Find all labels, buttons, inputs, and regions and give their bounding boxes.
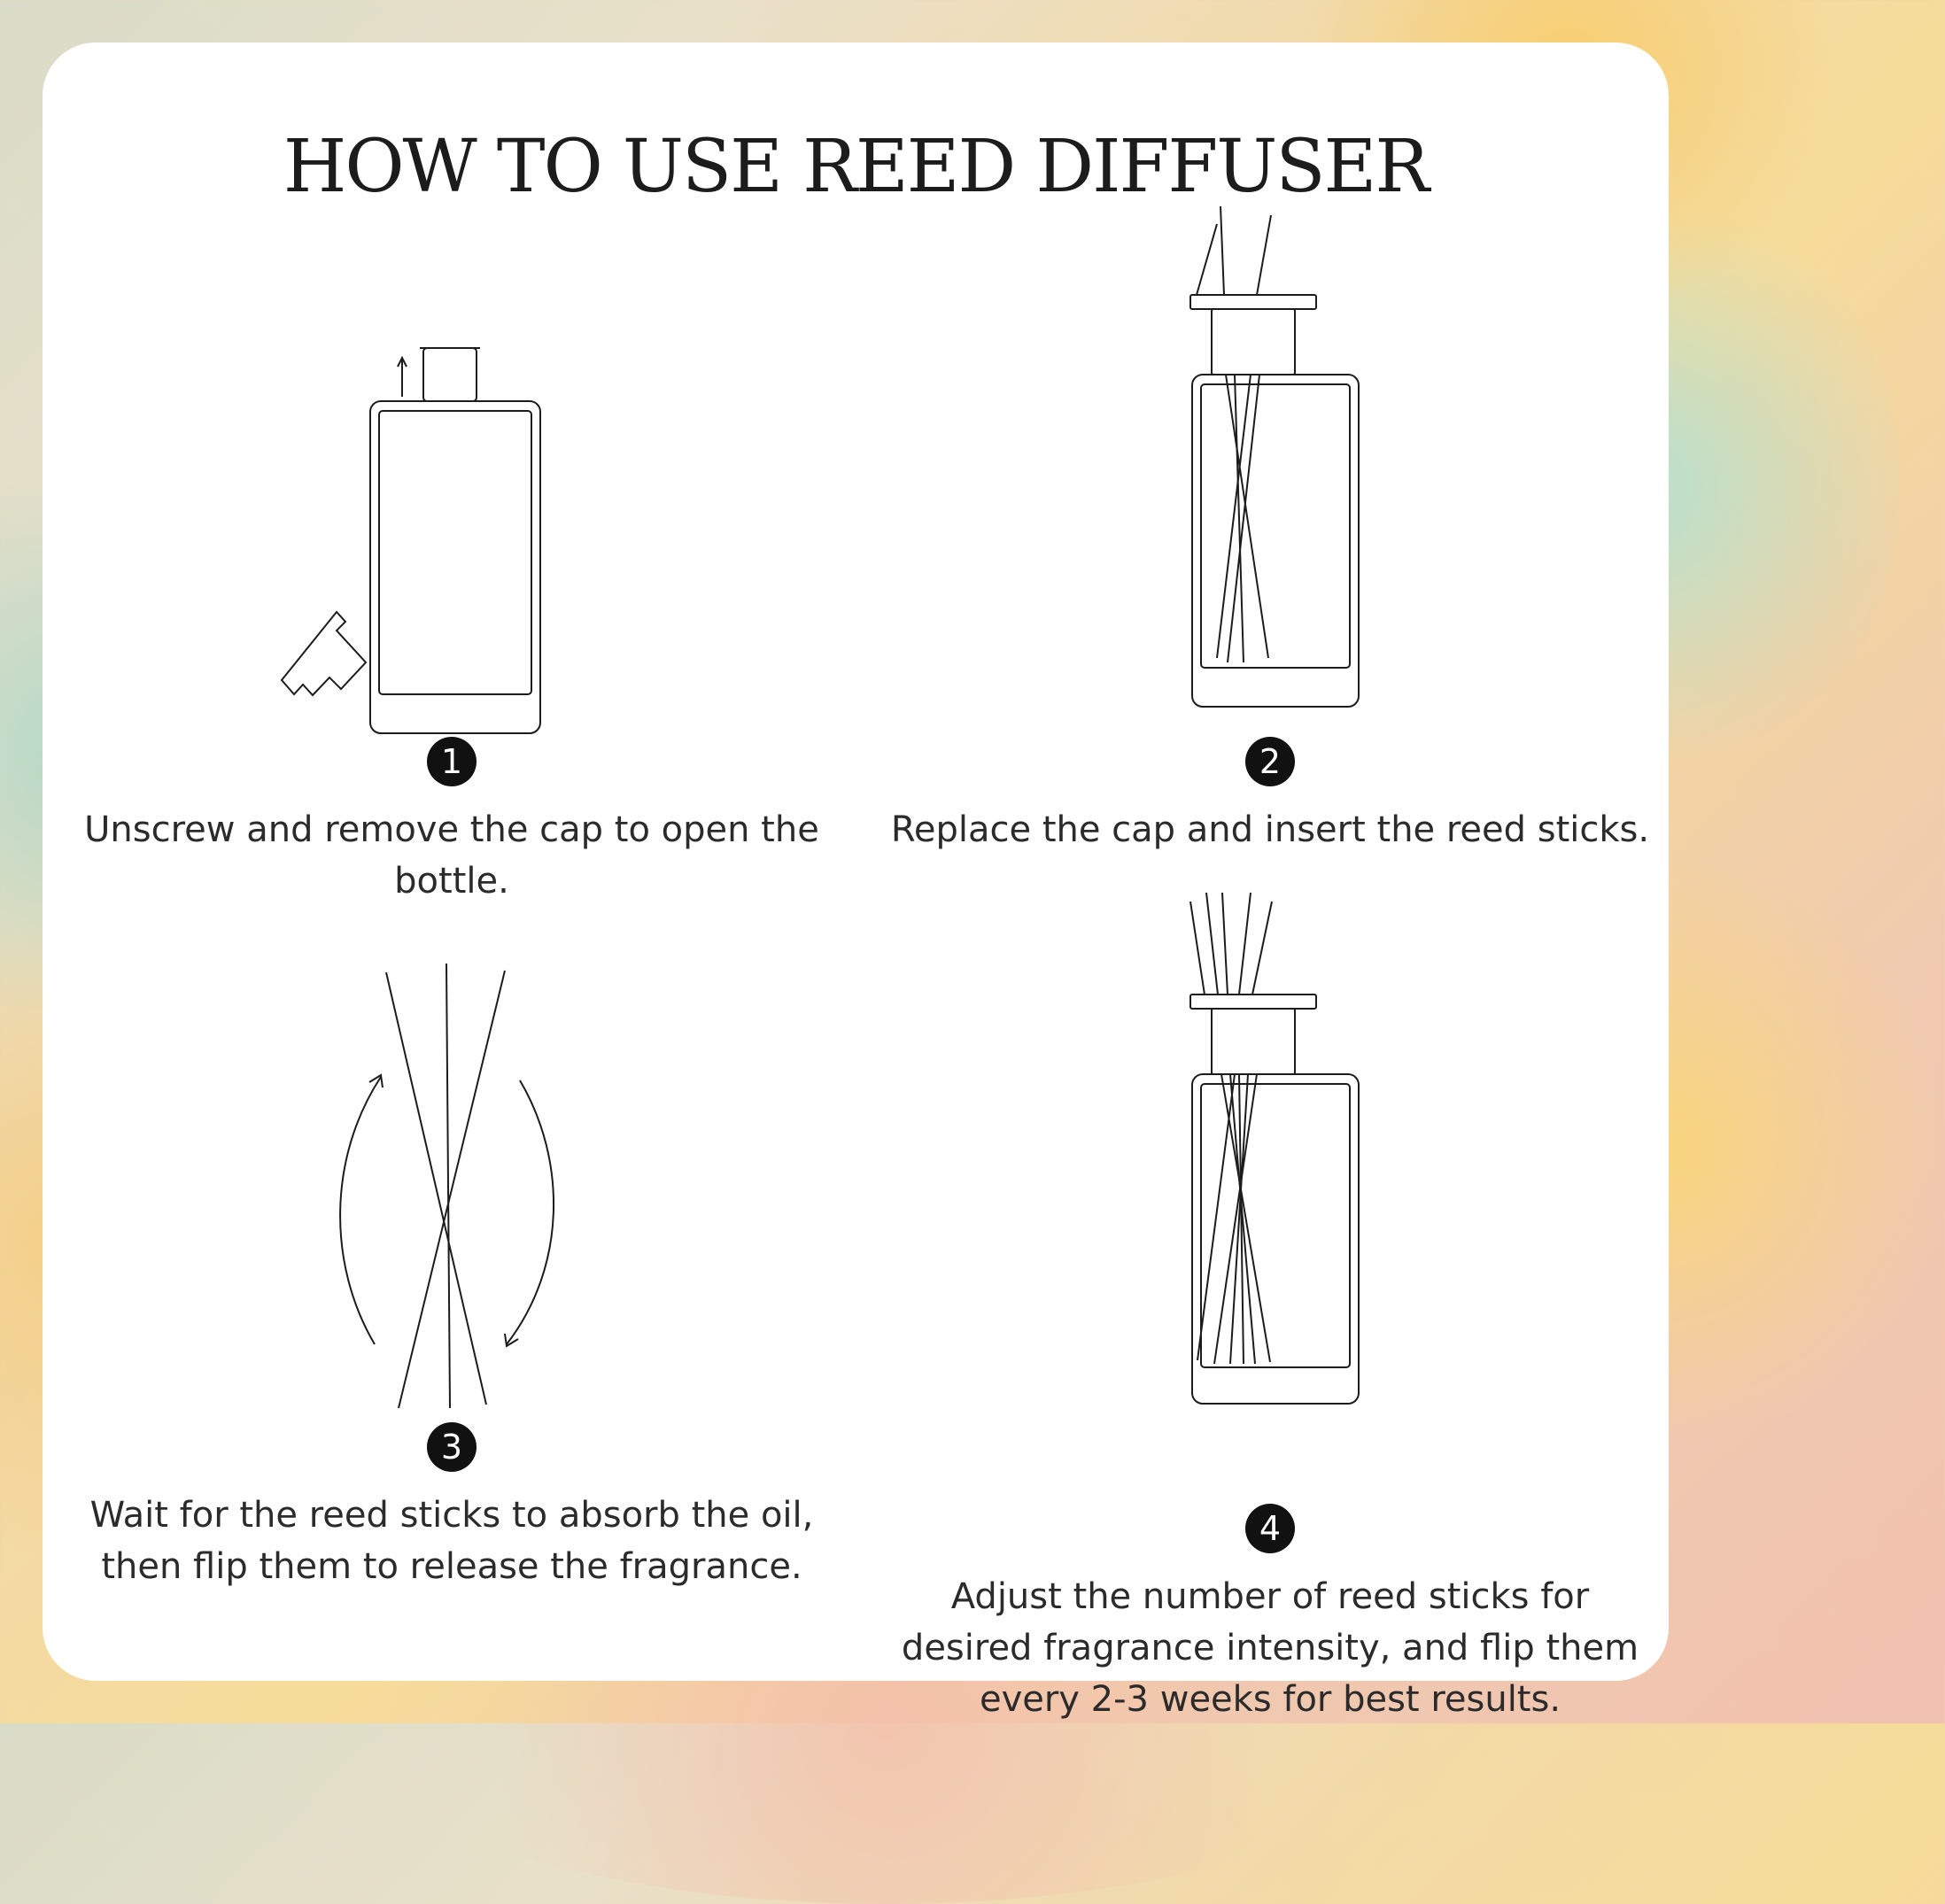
instruction-card: HOW TO USE REED DIFFUSER 1 Unscrew and r… xyxy=(43,43,1669,1720)
step-number-badge: 4 xyxy=(1245,1504,1295,1553)
bottle-with-many-reeds-icon xyxy=(1189,892,1360,1405)
flip-reeds-icon xyxy=(339,963,555,1409)
page-title: HOW TO USE REED DIFFUSER xyxy=(283,125,1430,209)
step-description: Adjust the number of reed sticks for des… xyxy=(901,1576,1639,1720)
bottle-cap-removed-icon xyxy=(280,347,541,734)
step-number-badge: 2 xyxy=(1245,737,1295,786)
step-description: Replace the cap and insert the reed stic… xyxy=(890,809,1650,850)
step-number-badge: 1 xyxy=(427,737,477,786)
bottle-with-reeds-icon xyxy=(1189,205,1360,708)
step-number-badge: 3 xyxy=(427,1422,477,1472)
step-description: Wait for the reed sticks to absorb the o… xyxy=(89,1495,814,1587)
step-description: Unscrew and remove the cap to open the b… xyxy=(84,809,819,902)
